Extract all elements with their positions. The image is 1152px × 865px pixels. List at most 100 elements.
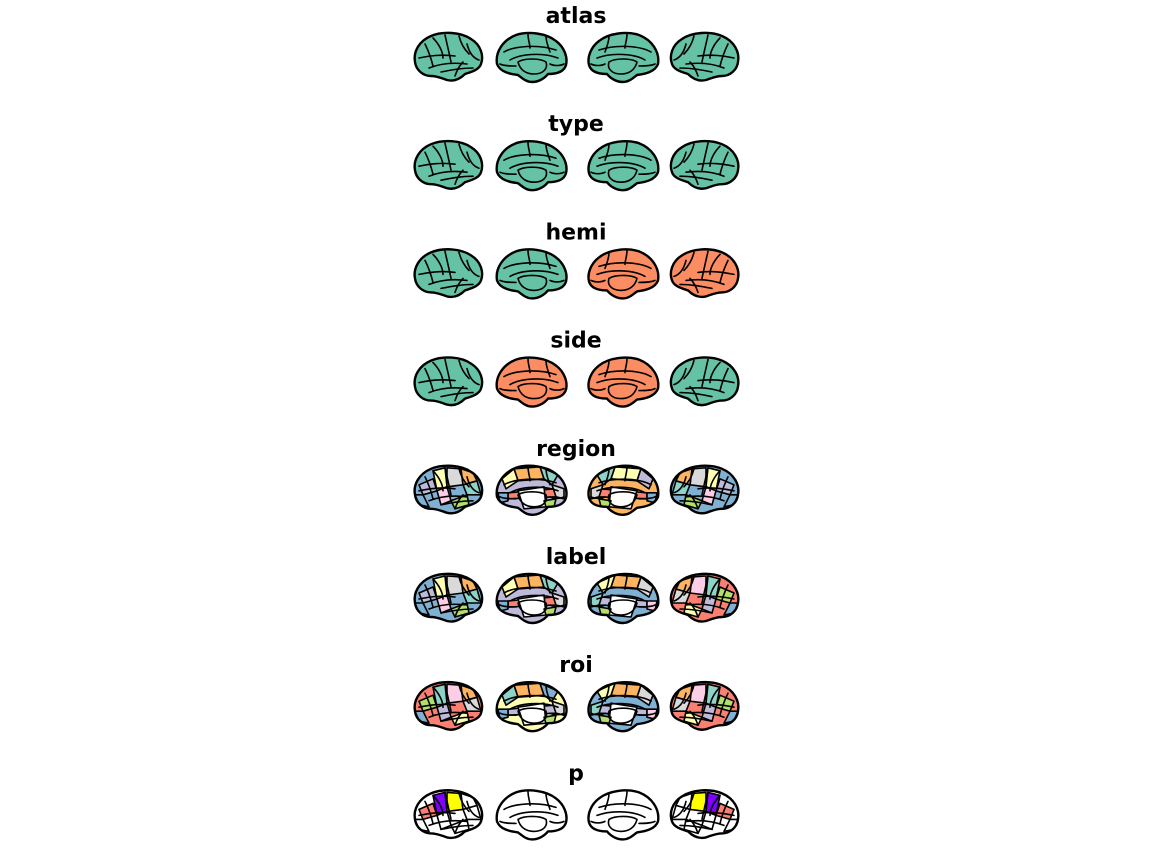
region-boundary	[424, 367, 434, 392]
region-boundary	[503, 262, 557, 270]
region-boundary	[432, 469, 444, 492]
region-boundary	[444, 34, 452, 63]
region-boundary	[596, 270, 646, 278]
region-boundary	[604, 359, 610, 378]
brain-parcel	[551, 592, 565, 608]
panel-roi: roi	[413, 653, 740, 733]
region-boundary	[517, 274, 548, 292]
region-boundary	[638, 387, 656, 392]
region-boundary	[638, 495, 656, 500]
brain-view-lateral-left	[413, 572, 484, 623]
region-boundary	[454, 169, 464, 185]
region-boundary	[499, 63, 517, 67]
region-boundary	[432, 253, 444, 276]
region-boundary	[709, 361, 721, 384]
region-boundary	[679, 499, 713, 506]
region-boundary	[444, 358, 452, 388]
region-boundary	[685, 278, 725, 286]
brain-view-lateral-right	[669, 680, 740, 731]
region-boundary	[701, 575, 709, 604]
region-boundary	[607, 166, 638, 183]
region-boundary	[499, 279, 517, 284]
brain-view-medial-left	[495, 572, 568, 625]
region-boundary	[709, 145, 721, 167]
region-boundary	[701, 250, 709, 280]
region-boundary	[549, 712, 565, 716]
region-boundary	[709, 686, 721, 709]
region-boundary	[517, 815, 548, 833]
region-boundary	[624, 357, 628, 374]
region-boundary	[697, 595, 735, 600]
region-boundary	[590, 63, 606, 67]
region-boundary	[638, 279, 656, 284]
region-boundary	[428, 495, 468, 502]
region-boundary	[527, 249, 531, 266]
brain-parcel	[590, 483, 604, 500]
region-boundary	[719, 43, 729, 67]
region-boundary	[432, 578, 444, 600]
region-boundary	[466, 151, 480, 169]
region-boundary	[596, 702, 646, 711]
region-boundary	[598, 262, 652, 270]
region-boundary	[466, 475, 480, 494]
region-boundary	[549, 63, 565, 67]
region-boundary	[604, 251, 610, 270]
panel-title: region	[536, 437, 616, 462]
region-boundary	[454, 277, 464, 294]
region-boundary	[466, 800, 480, 819]
region-boundary	[418, 811, 456, 817]
region-boundary	[454, 385, 464, 402]
region-boundary	[517, 382, 548, 400]
region-boundary	[673, 259, 687, 278]
region-boundary	[440, 67, 474, 73]
panel-p: p	[413, 761, 740, 841]
region-boundary	[689, 385, 699, 402]
region-boundary	[590, 171, 606, 175]
brain-view-medial-left	[495, 248, 568, 300]
region-boundary	[549, 495, 565, 500]
region-boundary	[638, 604, 656, 608]
region-boundary	[428, 278, 468, 286]
region-boundary	[509, 594, 559, 602]
region-boundary	[509, 702, 559, 711]
brain-view-medial-right	[587, 248, 660, 300]
region-boundary	[679, 716, 713, 723]
region-boundary	[689, 602, 699, 618]
region-boundary	[466, 367, 480, 386]
region-boundary	[685, 387, 725, 394]
brain-view-lateral-right	[669, 572, 740, 623]
region-boundary	[440, 391, 474, 398]
panel-hemi: hemi	[413, 220, 740, 300]
region-boundary	[424, 259, 434, 284]
region-boundary	[527, 790, 531, 807]
brain-view-medial-right	[587, 464, 660, 516]
region-boundary	[683, 35, 695, 55]
region-boundary	[466, 584, 480, 602]
region-boundary	[444, 466, 452, 496]
brain-parcel	[551, 700, 565, 717]
region-boundary	[697, 162, 735, 167]
region-boundary	[458, 251, 470, 272]
region-boundary	[454, 61, 464, 77]
brain-view-lateral-left	[413, 680, 484, 731]
region-boundary	[503, 694, 557, 703]
region-boundary	[697, 378, 735, 384]
region-boundary	[454, 818, 464, 835]
region-boundary	[683, 792, 695, 813]
region-boundary	[709, 37, 721, 59]
region-boundary	[440, 824, 474, 831]
region-boundary	[503, 45, 557, 53]
region-boundary	[424, 800, 434, 825]
region-boundary	[418, 162, 456, 167]
region-boundary	[444, 791, 452, 821]
region-boundary	[701, 683, 709, 713]
region-boundary	[432, 686, 444, 709]
region-boundary	[685, 603, 725, 610]
region-boundary	[719, 584, 729, 608]
region-boundary	[527, 574, 531, 590]
brain-view-lateral-left	[413, 464, 484, 515]
region-boundary	[424, 475, 434, 500]
region-boundary	[428, 819, 468, 827]
region-boundary	[458, 467, 470, 488]
region-boundary	[444, 575, 452, 604]
